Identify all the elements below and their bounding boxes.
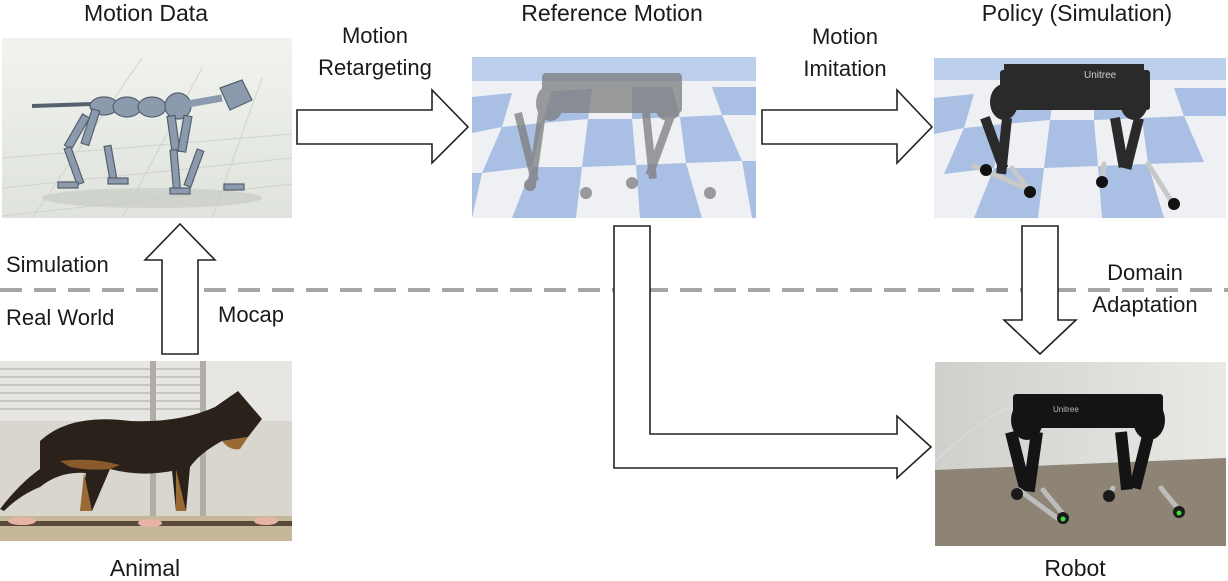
- policy-simulation-image: Unitree: [934, 58, 1226, 218]
- label-real-world: Real World: [6, 305, 115, 330]
- label-motion-retargeting-line2: Retargeting: [318, 55, 432, 80]
- real-robot-brand: Unitree: [1053, 405, 1079, 414]
- dog-photo: [0, 361, 292, 541]
- robot-photo: Unitree: [935, 362, 1226, 546]
- motion-retargeting-arrow: [296, 88, 470, 165]
- label-reference-motion: Reference Motion: [521, 0, 703, 26]
- mocap-up-arrow: [143, 222, 217, 355]
- policy-robot-render: Unitree: [934, 58, 1226, 218]
- reference-robot-render: [472, 57, 756, 218]
- skeleton-dog-render: [2, 38, 292, 218]
- motion-data-image: [2, 38, 292, 218]
- label-motion-imitation-line2: Imitation: [803, 56, 887, 81]
- label-mocap: Mocap: [218, 302, 285, 327]
- motion-imitation-arrow: [761, 87, 934, 165]
- label-policy-simulation: Policy (Simulation): [981, 0, 1173, 26]
- reference-to-robot-arrow-inner: [613, 225, 933, 480]
- label-motion-retargeting-line1: Motion: [341, 23, 409, 48]
- animal-image: [0, 361, 292, 541]
- policy-robot-brand: Unitree: [1084, 70, 1117, 81]
- robot-image: Unitree: [935, 362, 1226, 546]
- label-motion-imitation-line1: Motion: [811, 24, 879, 49]
- label-motion-data: Motion Data: [83, 0, 208, 26]
- label-simulation: Simulation: [6, 252, 109, 277]
- label-domain-adaptation-line2: Adaptation: [1092, 292, 1198, 317]
- label-domain-adaptation-line1: Domain: [1107, 260, 1183, 285]
- reference-motion-image: [472, 57, 756, 218]
- domain-adaptation-down-arrow: [1001, 225, 1079, 356]
- label-animal: Animal: [109, 555, 181, 581]
- label-robot: Robot: [1044, 555, 1106, 581]
